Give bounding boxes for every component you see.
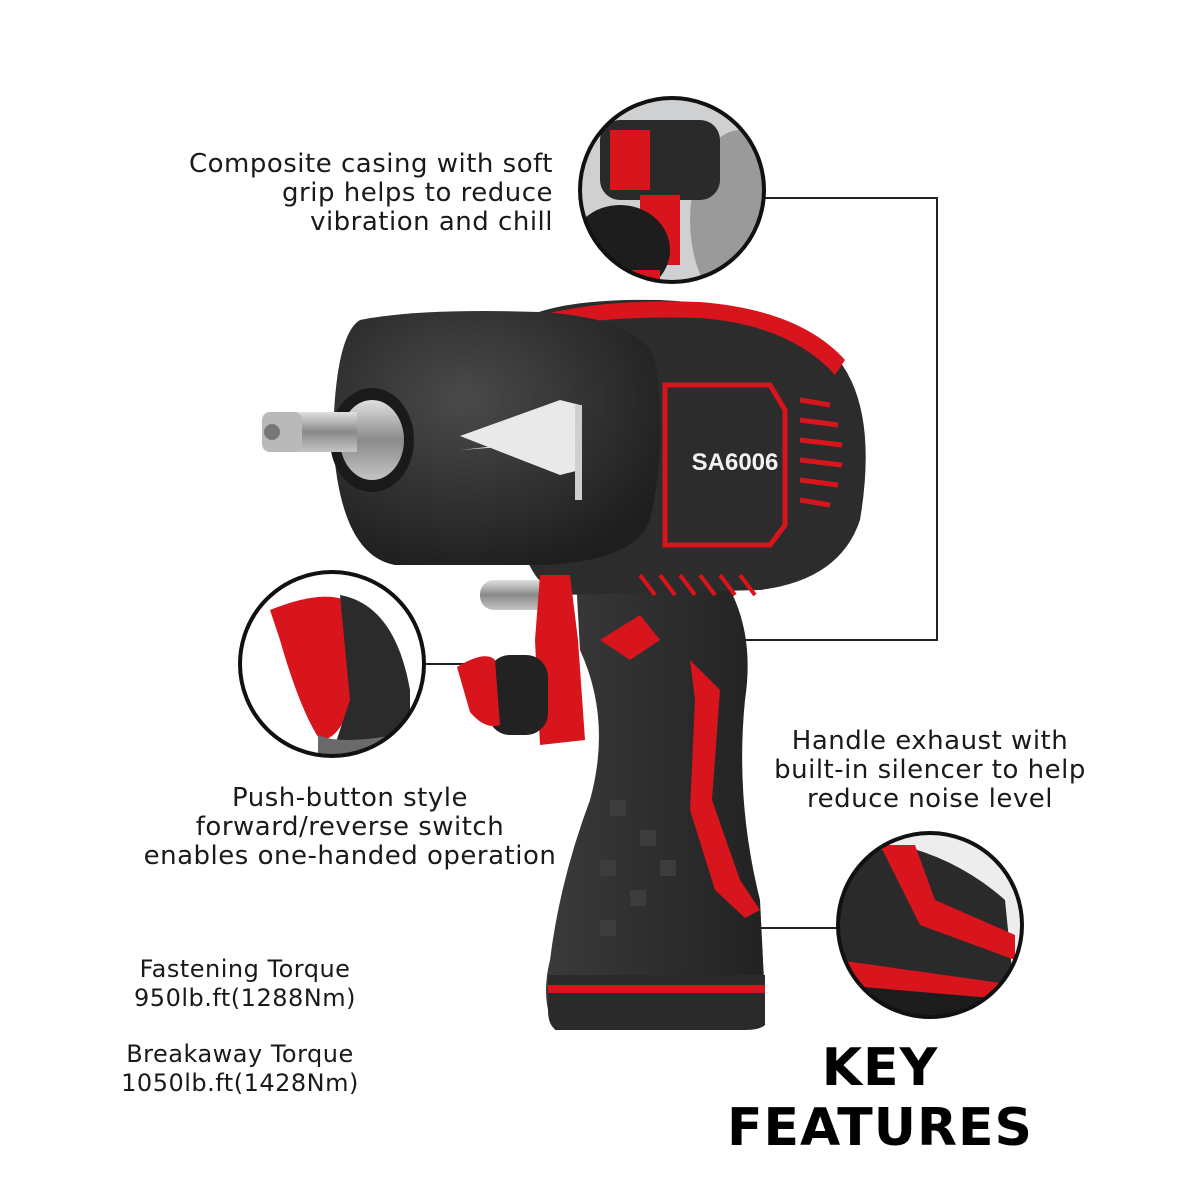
- feature-exhaust-text: Handle exhaust with built-in silencer to…: [774, 726, 1086, 814]
- model-badge: SA6006: [692, 449, 779, 476]
- fastening-torque-label: Fastening Torque: [139, 955, 351, 983]
- vent-lines: [799, 397, 843, 508]
- impact-wrench: SA6006: [262, 299, 866, 1030]
- breakaway-torque-label: Breakaway Torque: [126, 1040, 354, 1068]
- fastening-torque-value: 950lb.ft(1288Nm): [134, 984, 356, 1012]
- breakaway-torque-value: 1050lb.ft(1428Nm): [121, 1069, 359, 1097]
- feature-switch-text: Push-button style forward/reverse switch…: [143, 783, 557, 871]
- detail-exhaust-image: [836, 831, 1024, 1019]
- feature-casing-text: Composite casing with soft grip helps to…: [188, 149, 553, 237]
- key-features-heading: KEY FEATURES: [727, 1038, 1033, 1158]
- detail-switch-image: [238, 570, 426, 758]
- detail-casing-image: [578, 96, 766, 284]
